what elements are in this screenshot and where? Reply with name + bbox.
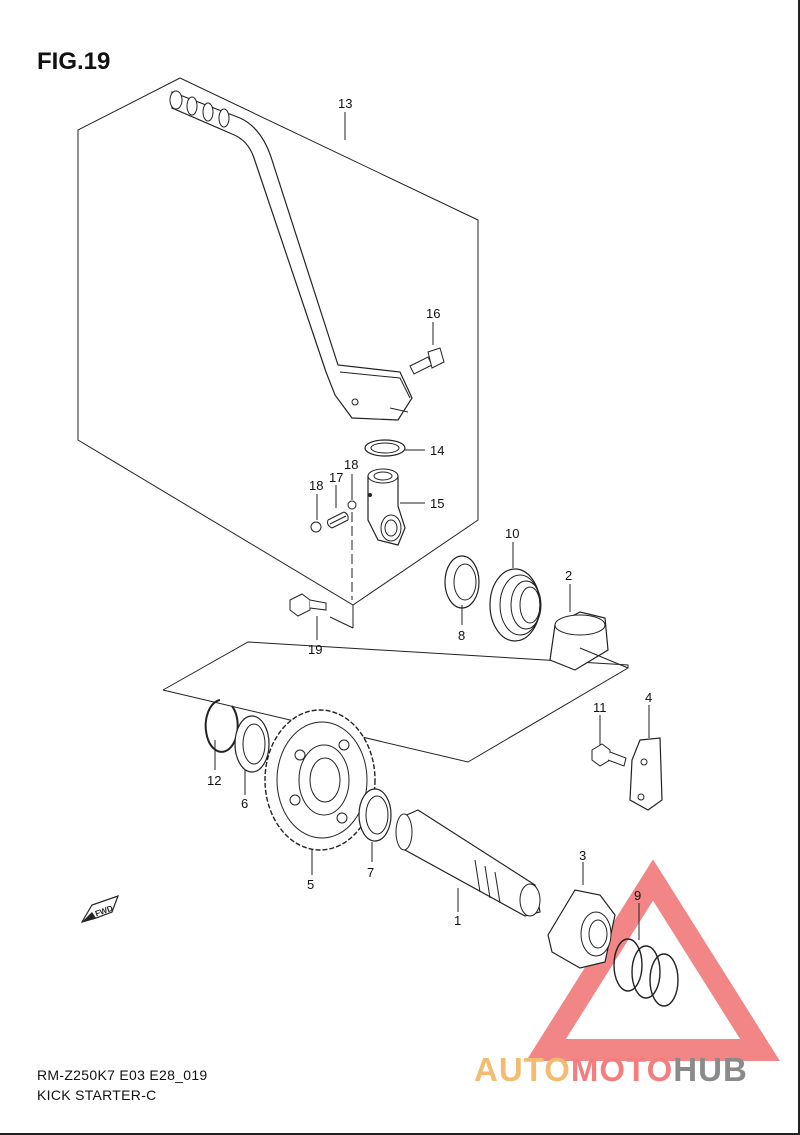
ball-18-left xyxy=(310,521,322,533)
ratchet-3-part xyxy=(547,889,616,969)
circlip-12-part xyxy=(204,699,239,753)
oil-seal-8-part xyxy=(444,555,480,609)
watermark-part3: HUB xyxy=(673,1051,748,1088)
callout-18-lower: 18 xyxy=(309,478,323,493)
callout-3: 3 xyxy=(579,848,586,863)
washer-6-part xyxy=(234,715,270,773)
callout-1: 1 xyxy=(454,913,461,928)
bolt-11-part xyxy=(591,743,627,767)
callout-6: 6 xyxy=(241,796,248,811)
spring-9-part xyxy=(613,938,679,1007)
spring-17-part xyxy=(327,511,349,529)
callout-11: 11 xyxy=(593,700,607,715)
callout-15: 15 xyxy=(430,496,444,511)
kick-boss-part xyxy=(367,468,406,546)
callout-9: 9 xyxy=(634,888,641,903)
guide-2-part xyxy=(549,611,609,671)
callout-12: 12 xyxy=(207,773,221,788)
bolt-19-part xyxy=(289,593,327,617)
kick-shaft-1-part xyxy=(395,809,541,917)
kick-spring-10-part xyxy=(489,568,542,642)
callout-17: 17 xyxy=(329,470,343,485)
callout-16: 16 xyxy=(426,306,440,321)
callout-8: 8 xyxy=(458,628,465,643)
ball-18-right xyxy=(347,500,357,510)
upper-assembly-frame xyxy=(77,77,479,606)
callout-19: 19 xyxy=(308,642,322,657)
watermark-part2: MOTO xyxy=(570,1051,674,1088)
watermark-triangle xyxy=(526,859,780,1061)
callout-7: 7 xyxy=(367,865,374,880)
callout-13: 13 xyxy=(338,96,352,111)
model-code: RM-Z250K7 E03 E28_019 xyxy=(37,1067,208,1083)
callout-10: 10 xyxy=(505,526,519,541)
lower-assembly-frame xyxy=(162,641,629,763)
washer-14-part xyxy=(364,439,406,457)
lever-bolt-part xyxy=(409,347,445,375)
callout-18-upper: 18 xyxy=(344,457,358,472)
figure-title: FIG.19 xyxy=(37,48,111,75)
watermark-logo: AUTOMOTOHUB xyxy=(474,1051,748,1089)
watermark-part1: AUTO xyxy=(474,1051,571,1088)
callout-5: 5 xyxy=(307,877,314,892)
plate-4-part xyxy=(629,737,663,811)
section-name: KICK STARTER-C xyxy=(37,1087,157,1103)
kick-gear-5-part xyxy=(264,709,376,851)
washer-7-part xyxy=(358,788,392,842)
callout-4: 4 xyxy=(645,690,652,705)
callout-14: 14 xyxy=(430,443,444,458)
callout-2: 2 xyxy=(565,568,572,583)
fwd-arrow-icon: FWD xyxy=(80,895,120,923)
leader-lines xyxy=(214,112,650,940)
kick-lever-part xyxy=(169,90,413,421)
